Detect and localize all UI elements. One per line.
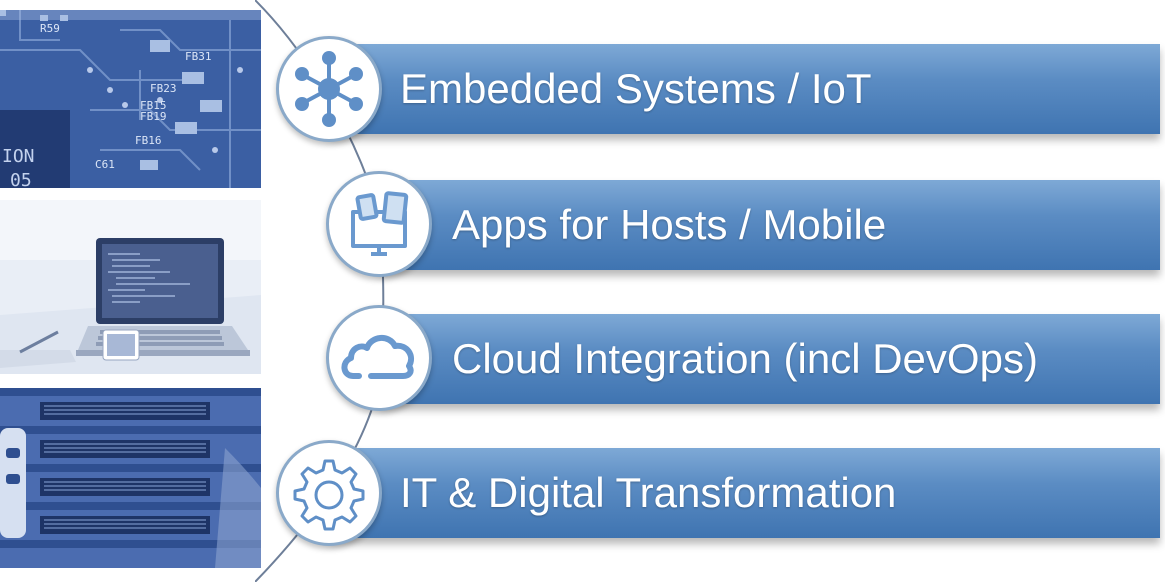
pcb-label-c61: C61 (95, 158, 115, 171)
pcb-label-r59: R59 (40, 22, 60, 35)
pcb-label-05: 05 (10, 170, 32, 188)
laptop-photo (0, 200, 261, 374)
network-hub-icon (276, 36, 382, 142)
banner-label-embedded-systems: Embedded Systems / IoT (400, 65, 872, 112)
banner-label-apps-hosts-mobile: Apps for Hosts / Mobile (452, 201, 887, 248)
pcb-label-fb31: FB31 (185, 50, 212, 63)
devices-icon (326, 171, 432, 277)
pcb-label-fb19: FB19 (140, 110, 167, 123)
pcb-label-ion: ION (2, 146, 35, 167)
pcb-label-fb16: FB16 (135, 134, 162, 147)
banner-it-digital-transformation[interactable] (330, 448, 1160, 538)
banner-label-cloud-integration: Cloud Integration (incl DevOps) (452, 335, 1038, 382)
banner-embedded-systems[interactable] (330, 44, 1160, 134)
gear-icon (276, 440, 382, 546)
banner-cloud-integration[interactable] (380, 314, 1160, 404)
banner-apps-hosts-mobile[interactable] (380, 180, 1160, 270)
server-rack-photo (0, 388, 261, 568)
pcb-label-fb23: FB23 (150, 82, 177, 95)
cloud-icon (326, 305, 432, 411)
circuit-board-photo: R59 FB31 FB23 FB15 FB19 FB16 C61 ION 05 (0, 10, 261, 188)
banner-label-it-digital-transformation: IT & Digital Transformation (400, 469, 897, 516)
pcb-label-fb15: FB15 (140, 99, 167, 112)
